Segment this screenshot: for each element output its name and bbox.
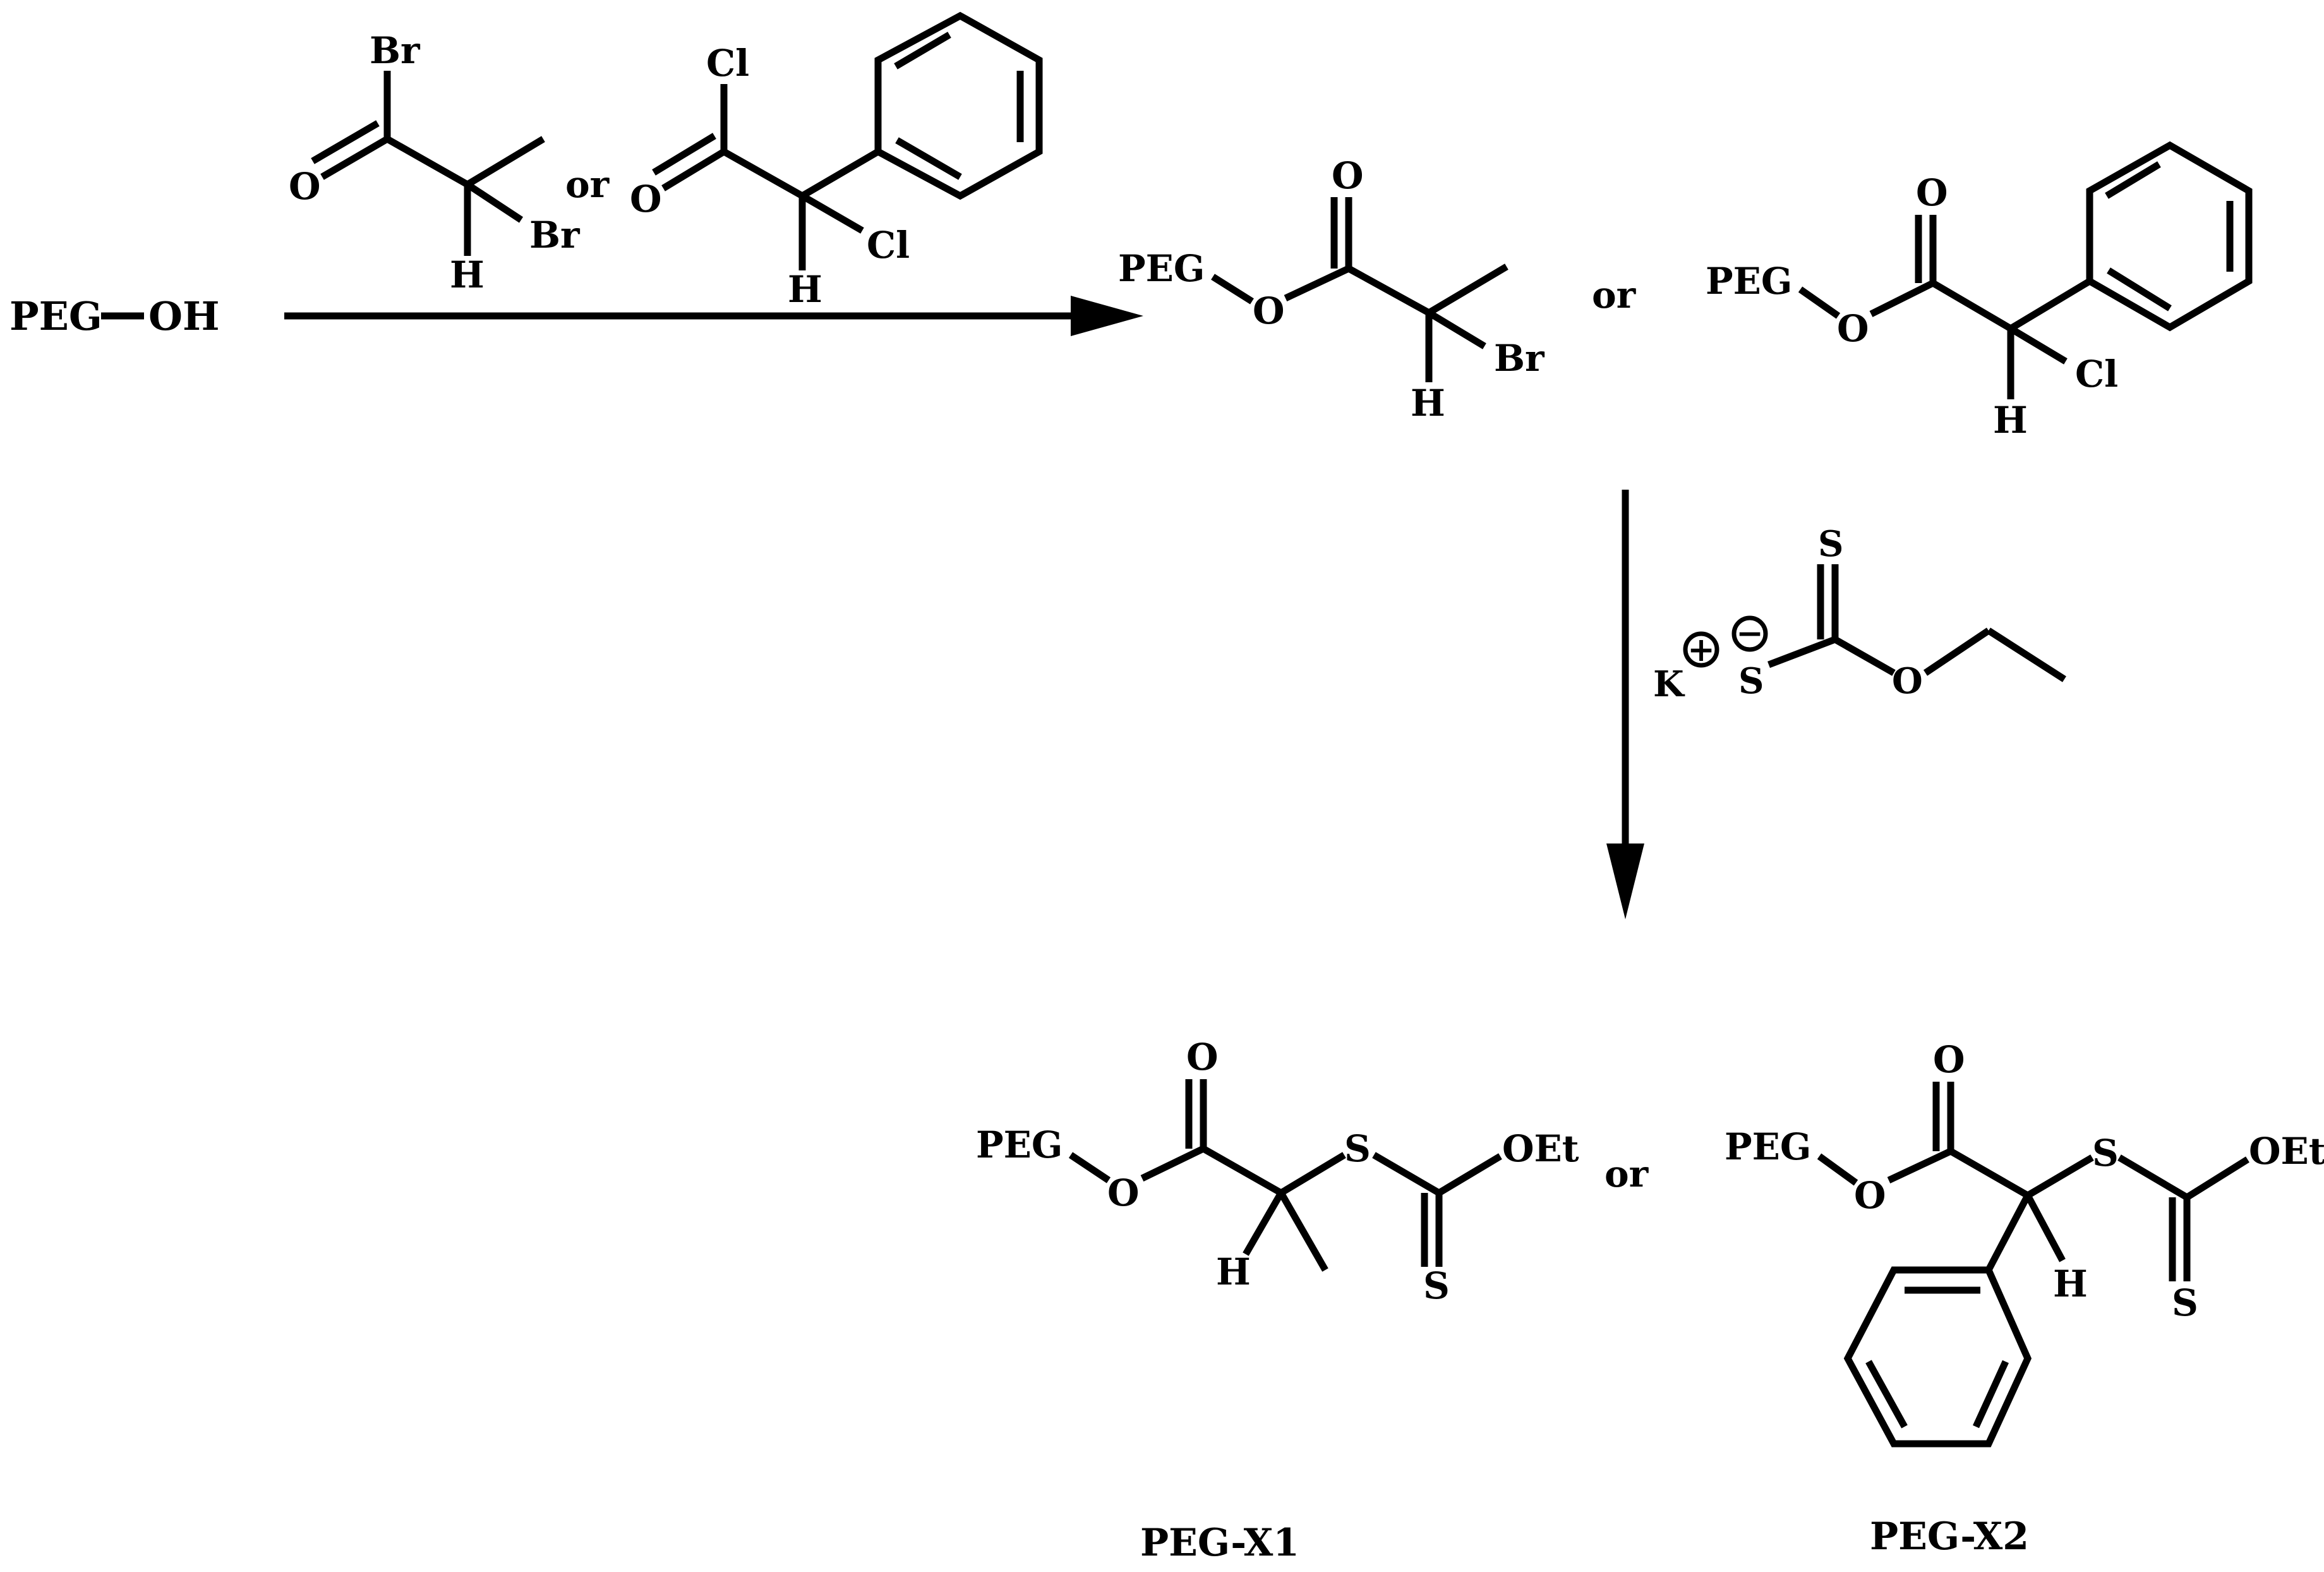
atom-o-carbonyl: O	[1186, 1036, 1219, 1079]
svg-text:+: +	[1687, 631, 1715, 669]
positive-charge: +	[1683, 631, 1719, 669]
atom-o: O	[630, 178, 662, 221]
peg-label: PEG	[1725, 1125, 1811, 1168]
atom-h: H	[1411, 382, 1445, 425]
atom-o: O	[289, 165, 321, 208]
reaction-arrow-step2	[1606, 490, 1644, 919]
atom-h: H	[450, 253, 485, 296]
intermediate-b-bonds	[1798, 215, 2092, 399]
atom-o: O	[1892, 660, 1923, 702]
atom-cl: Cl	[2075, 353, 2118, 396]
intermediate-peg-chloroester: PEG O O Cl H	[1706, 141, 2253, 442]
atom-cl-top: Cl	[706, 42, 749, 85]
atom-o-ester: O	[1837, 307, 1869, 350]
or-intermediate: or	[1592, 274, 1637, 317]
atom-h: H	[1216, 1250, 1251, 1293]
atom-s-thione: S	[1818, 523, 1843, 565]
product-label-x2: PEG-X2	[1870, 1515, 2029, 1559]
hydroxyl-label: OH	[148, 293, 220, 339]
svg-text:−: −	[1736, 614, 1764, 653]
atom-o-ester: O	[1253, 289, 1285, 332]
reagent-chlorophenylacetyl-chloride: Cl O Cl H	[630, 11, 1043, 311]
product-x2-bonds	[1817, 1082, 2249, 1281]
phenyl-ring	[874, 11, 1043, 200]
or-step1: or	[565, 163, 610, 206]
product-label-x1: PEG-X1	[1140, 1521, 1299, 1565]
intermediate-peg-bromoester: PEG O O Br H	[1118, 154, 1545, 425]
reaction-arrow-step1	[284, 296, 1143, 336]
or-products: or	[1605, 1152, 1649, 1195]
reagent-potassium-ethyl-xanthate: K + − S S O	[1653, 523, 2066, 705]
atom-o-carbonyl: O	[1933, 1038, 1965, 1081]
atom-h: H	[1993, 399, 2028, 442]
atom-br: Br	[1494, 337, 1545, 380]
atom-h: H	[788, 268, 822, 311]
atom-o-ester: O	[1107, 1171, 1140, 1214]
negative-charge: −	[1731, 614, 1768, 653]
reagent-b-bonds	[652, 84, 880, 270]
atom-k: K	[1653, 663, 1685, 705]
atom-s: S	[2092, 1132, 2119, 1175]
peg-label: PEG	[976, 1123, 1063, 1166]
phenyl-ring	[1843, 1266, 2032, 1448]
reagent-a-bonds	[311, 71, 545, 256]
xanthate-bonds	[1767, 564, 2066, 682]
atom-h: H	[2053, 1262, 2088, 1305]
peg-label: PEG	[1118, 247, 1205, 290]
atom-br-top: Br	[370, 29, 421, 72]
atom-br-side: Br	[529, 214, 581, 257]
product-peg-x2: PEG O O S OEt S H PEG-X2	[1725, 1038, 2324, 1559]
reagent-bromopropionyl-bromide: Br O Br H	[289, 29, 581, 296]
atom-oet: OEt	[2249, 1130, 2324, 1173]
atom-cl-side: Cl	[867, 224, 910, 267]
product-peg-x1: PEG O O S OEt S H PEG-X1	[976, 1036, 1579, 1565]
peg-label: PEG	[1706, 260, 1792, 303]
atom-o-carbonyl: O	[1916, 171, 1948, 214]
atom-o-ester: O	[1854, 1174, 1886, 1217]
phenyl-ring	[2086, 141, 2253, 332]
peg-oh-molecule: PEG OH	[9, 293, 220, 339]
atom-oet: OEt	[1502, 1127, 1579, 1170]
atom-o-carbonyl: O	[1332, 154, 1364, 197]
atom-s-anion: S	[1738, 660, 1764, 702]
atom-s-thione: S	[2172, 1281, 2198, 1324]
product-x1-bonds	[1068, 1079, 1502, 1272]
peg-label: PEG	[9, 293, 102, 339]
atom-s-thione: S	[1423, 1264, 1450, 1307]
intermediate-a-bonds	[1211, 197, 1508, 382]
atom-s: S	[1344, 1127, 1371, 1170]
